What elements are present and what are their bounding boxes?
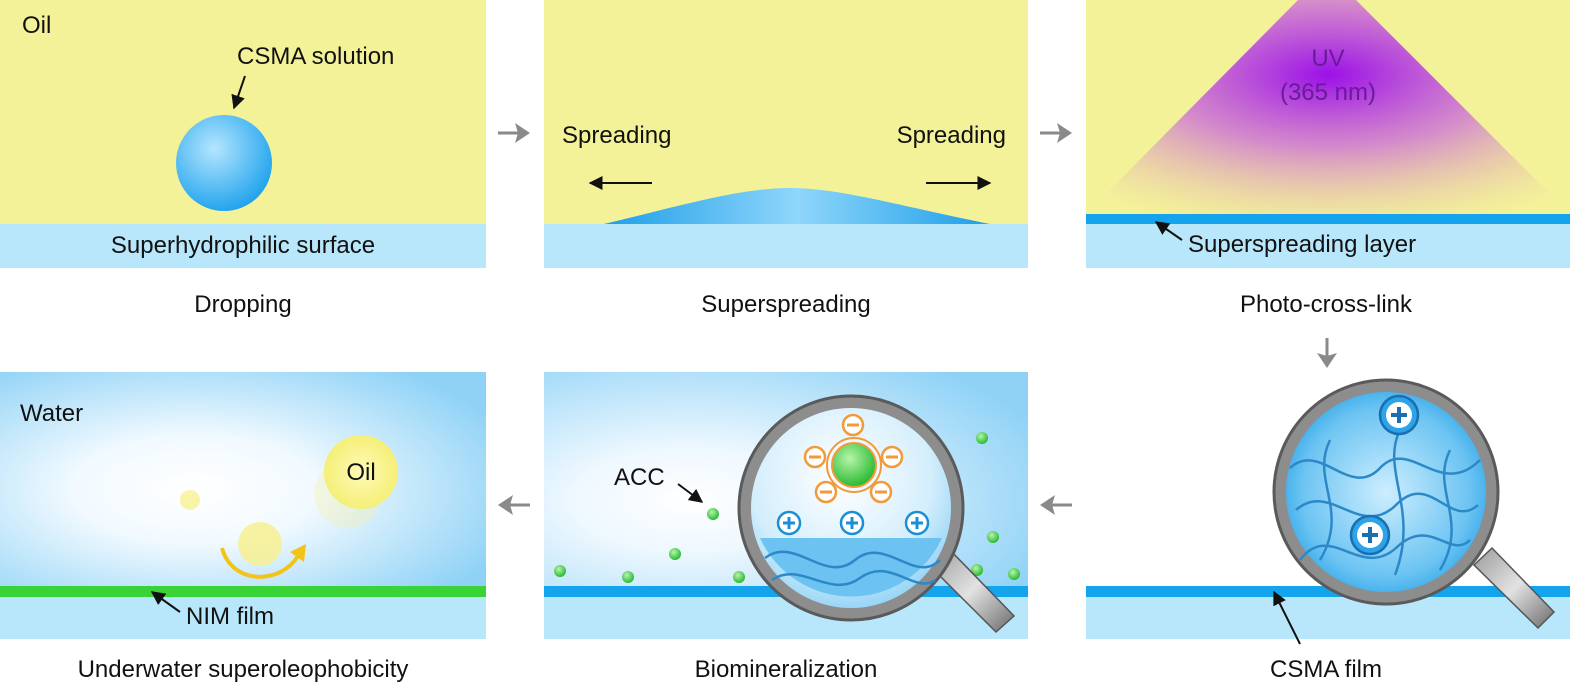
layer-pointer xyxy=(1154,221,1183,241)
superhydrophilic-substrate xyxy=(0,224,486,268)
flow-arrows xyxy=(498,123,1337,515)
oil-droplet-bouncing xyxy=(238,522,282,566)
csma-droplet xyxy=(176,115,272,211)
magnifier-lens xyxy=(1286,392,1486,592)
arrow-left-icon xyxy=(1040,495,1072,515)
caption-superspreading: Superspreading xyxy=(701,291,870,318)
arrow-left-icon xyxy=(498,495,530,515)
uv-beam xyxy=(1086,0,1570,214)
acc-particle xyxy=(622,571,634,583)
superspreading-layer-label: Superspreading layer xyxy=(1188,231,1416,258)
oil-droplet-label: Oil xyxy=(346,459,375,486)
surface-label: Superhydrophilic surface xyxy=(111,232,375,259)
acc-particles xyxy=(554,432,1020,583)
nim-film-pointer xyxy=(150,591,181,613)
substrate xyxy=(544,224,1028,268)
minus-charge-icon xyxy=(803,445,827,469)
arrow-right-icon xyxy=(1040,123,1072,143)
polymer-network xyxy=(764,550,941,587)
spreading-right-label: Spreading xyxy=(897,122,1006,149)
spreading-left-label: Spreading xyxy=(562,122,671,149)
csma-solution-label: CSMA solution xyxy=(237,43,394,70)
minus-charge-icon xyxy=(814,480,838,504)
magnifier-handle xyxy=(1472,546,1556,630)
panel-csma-film: CSMA film xyxy=(1086,378,1570,683)
acc-particle xyxy=(733,571,745,583)
bounce-arrowhead xyxy=(290,544,306,562)
plus-charge-icon xyxy=(839,510,865,536)
substrate xyxy=(1086,597,1570,639)
minus-charge-icon xyxy=(880,445,904,469)
magnified-film xyxy=(760,538,942,597)
oil-label: Oil xyxy=(22,12,51,39)
panel-biomineralization: ACC xyxy=(544,372,1028,683)
caption-biomineralization: Biomineralization xyxy=(695,656,878,683)
csma-film-layer xyxy=(1086,586,1570,597)
acc-particle xyxy=(707,508,719,520)
csma-film-label: CSMA film xyxy=(1270,656,1382,683)
acc-label: ACC xyxy=(614,464,665,491)
caption-underwater: Underwater superoleophobicity xyxy=(78,656,409,683)
arrow-down-icon xyxy=(1317,338,1337,368)
substrate xyxy=(0,597,486,639)
panel-superspreading: Spreading Spreading Superspreading xyxy=(544,0,1028,318)
panel-underwater: Water Oil NIM film Underwater superoleop… xyxy=(0,372,486,683)
water-label: Water xyxy=(20,400,83,427)
arrow-right-icon xyxy=(498,123,530,143)
acc-particle xyxy=(669,548,681,560)
oil-region xyxy=(544,0,1028,224)
panel-dropping: Oil CSMA solution Superhydrophilic surfa… xyxy=(0,0,486,318)
acc-pointer xyxy=(677,483,704,503)
polymer-network xyxy=(1289,429,1481,576)
acc-particle xyxy=(976,432,988,444)
plus-charge-icon xyxy=(776,510,802,536)
substrate xyxy=(544,597,1028,639)
film-pointer xyxy=(1273,590,1301,645)
magnifier-icon xyxy=(737,394,1016,634)
acc-particle xyxy=(1008,568,1020,580)
acc-particle xyxy=(971,564,983,576)
particle-shell xyxy=(826,437,882,493)
spreading-film xyxy=(604,188,990,224)
bounce-arrow xyxy=(220,547,300,579)
magnifier-icon xyxy=(1272,378,1556,630)
plus-charge-icon xyxy=(904,510,930,536)
uv-label: UV xyxy=(1311,45,1344,72)
caption-photo-cross-link: Photo-cross-link xyxy=(1240,291,1413,318)
uv-wavelength-label: (365 nm) xyxy=(1280,79,1376,106)
plus-charge-icon xyxy=(1349,514,1391,556)
minus-charge-icon xyxy=(841,413,865,437)
oil-droplet-small xyxy=(180,490,200,510)
panel-photo-cross-link: UV (365 nm) Superspreading layer Photo-c… xyxy=(1086,0,1570,318)
acc-particle-magnified xyxy=(831,442,877,488)
oil-droplet xyxy=(324,435,398,509)
acc-particle xyxy=(554,565,566,577)
minus-charge-icon xyxy=(869,480,893,504)
droplet-pointer xyxy=(231,75,246,110)
nim-film-layer xyxy=(0,586,486,597)
acc-particle xyxy=(987,531,999,543)
plus-charge-icon xyxy=(1378,394,1420,436)
caption-dropping: Dropping xyxy=(194,291,291,318)
superspreading-layer xyxy=(1086,214,1570,224)
nim-film-label: NIM film xyxy=(186,603,274,630)
